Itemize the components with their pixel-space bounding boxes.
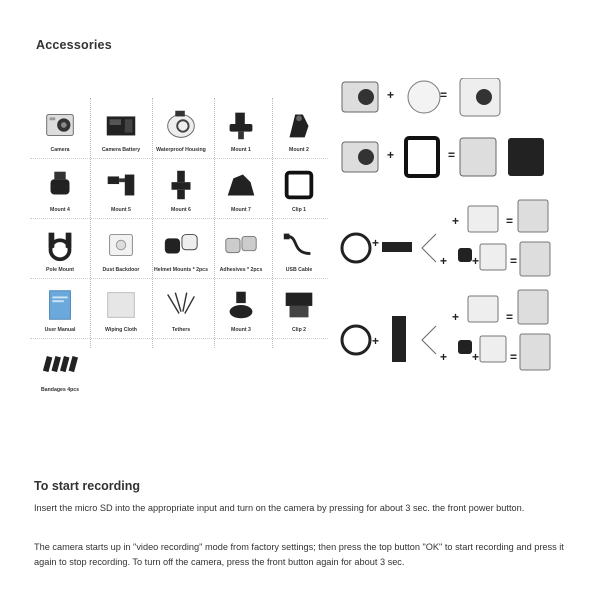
- accessory-user-manual: User Manual: [31, 284, 89, 341]
- housing-icon: [167, 110, 195, 138]
- accessory-label: Tethers: [171, 327, 191, 333]
- accessory-label: Mount 1: [231, 147, 251, 153]
- accessory-helmet-mounts: Helmet Mounts * 2pcs: [152, 224, 210, 281]
- accessory-pole-mount: Pole Mount: [31, 224, 89, 281]
- equals-sign: =: [448, 148, 456, 162]
- battery-icon: [106, 116, 136, 136]
- bandage-icon: [42, 355, 79, 373]
- accessory-label: Camera: [50, 147, 70, 153]
- clip-icon: [284, 170, 314, 200]
- assembly-diagram: [338, 77, 588, 388]
- camera-icon: [46, 114, 74, 136]
- pole-mount-icon: [48, 232, 72, 262]
- plus-sign: +: [387, 88, 395, 102]
- accessory-label: USB Cable: [285, 267, 313, 273]
- accessory-tethers: Tethers: [152, 284, 210, 341]
- accessory-housing: Waterproof Housing: [152, 104, 210, 161]
- mount-icon: [289, 114, 309, 138]
- clip-icon: [285, 292, 313, 318]
- accessory-usb-cable: USB Cable: [270, 224, 328, 281]
- accessory-mount5: Mount 5: [92, 164, 150, 221]
- plus-sign: +: [372, 334, 380, 348]
- accessory-label: Pole Mount: [46, 267, 74, 273]
- manual-icon: [49, 290, 71, 320]
- equals-sign: =: [510, 350, 518, 364]
- accessory-label: Bandages 4pcs: [40, 387, 80, 393]
- usb-cable-icon: [283, 233, 311, 255]
- accessory-label: Adhesives * 2pcs: [219, 267, 263, 273]
- plus-sign: +: [472, 350, 480, 364]
- recording-paragraph-1: Insert the micro SD into the appropriate…: [34, 503, 525, 513]
- equals-sign: =: [506, 214, 514, 228]
- plus-sign: +: [440, 350, 448, 364]
- accessory-mount7: Mount 7: [212, 164, 270, 221]
- accessory-label: Mount 3: [231, 327, 251, 333]
- accessory-camera: Camera: [31, 104, 89, 161]
- accessories-heading: Accessories: [36, 38, 112, 52]
- accessory-label: Mount 4: [50, 207, 70, 213]
- accessory-mount4: Mount 4: [31, 164, 89, 221]
- accessory-label: Mount 7: [231, 207, 251, 213]
- accessory-mount6: Mount 6: [152, 164, 210, 221]
- accessory-clip1: Clip 1: [270, 164, 328, 221]
- plus-sign: +: [472, 254, 480, 268]
- plus-sign: +: [452, 214, 460, 228]
- cloth-icon: [107, 292, 135, 318]
- accessory-mount2: Mount 2: [270, 104, 328, 161]
- accessory-label: Clip 2: [291, 327, 307, 333]
- adhesive-icon: [225, 235, 257, 254]
- mount-icon: [50, 171, 70, 195]
- accessory-label: Clip 1: [291, 207, 307, 213]
- plus-sign: +: [387, 148, 395, 162]
- mount-icon: [229, 112, 253, 140]
- accessory-label: Camera Battery: [101, 147, 141, 153]
- accessory-label: Mount 2: [289, 147, 309, 153]
- accessory-label: User Manual: [44, 327, 76, 333]
- plus-sign: +: [372, 236, 380, 250]
- mount-icon: [229, 291, 253, 319]
- assembly-illustration: [340, 77, 551, 371]
- accessory-label: Mount 6: [171, 207, 191, 213]
- accessory-mount3: Mount 3: [212, 284, 270, 341]
- accessory-wiping-cloth: Wiping Cloth: [92, 284, 150, 341]
- recording-heading: To start recording: [34, 479, 141, 493]
- plus-sign: +: [452, 310, 460, 324]
- accessory-label: Wiping Cloth: [105, 327, 137, 333]
- accessory-battery: Camera Battery: [92, 104, 150, 161]
- equals-sign: =: [440, 88, 448, 102]
- backdoor-icon: [109, 234, 133, 256]
- equals-sign: =: [510, 254, 518, 268]
- accessory-label: Waterproof Housing: [156, 147, 206, 153]
- accessory-adhesives: Adhesives * 2pcs: [212, 224, 270, 281]
- mount-icon: [171, 170, 191, 200]
- accessory-clip2: Clip 2: [270, 284, 328, 341]
- accessory-label: Dust Backdoor: [102, 267, 140, 273]
- mount-icon: [107, 174, 135, 196]
- accessory-label: Helmet Mounts * 2pcs: [154, 267, 208, 273]
- helmet-mount-icon: [164, 234, 198, 254]
- accessory-mount1: Mount 1: [212, 104, 270, 161]
- equals-sign: =: [506, 310, 514, 324]
- accessory-dust-backdoor: Dust Backdoor: [92, 224, 150, 281]
- tether-icon: [167, 292, 195, 314]
- plus-sign: +: [440, 254, 448, 268]
- accessory-label: Mount 5: [111, 207, 131, 213]
- mount-icon: [227, 174, 255, 196]
- accessory-bandages: Bandages 4pcs: [31, 344, 89, 401]
- recording-paragraph-2: The camera starts up in "video recording…: [34, 542, 564, 567]
